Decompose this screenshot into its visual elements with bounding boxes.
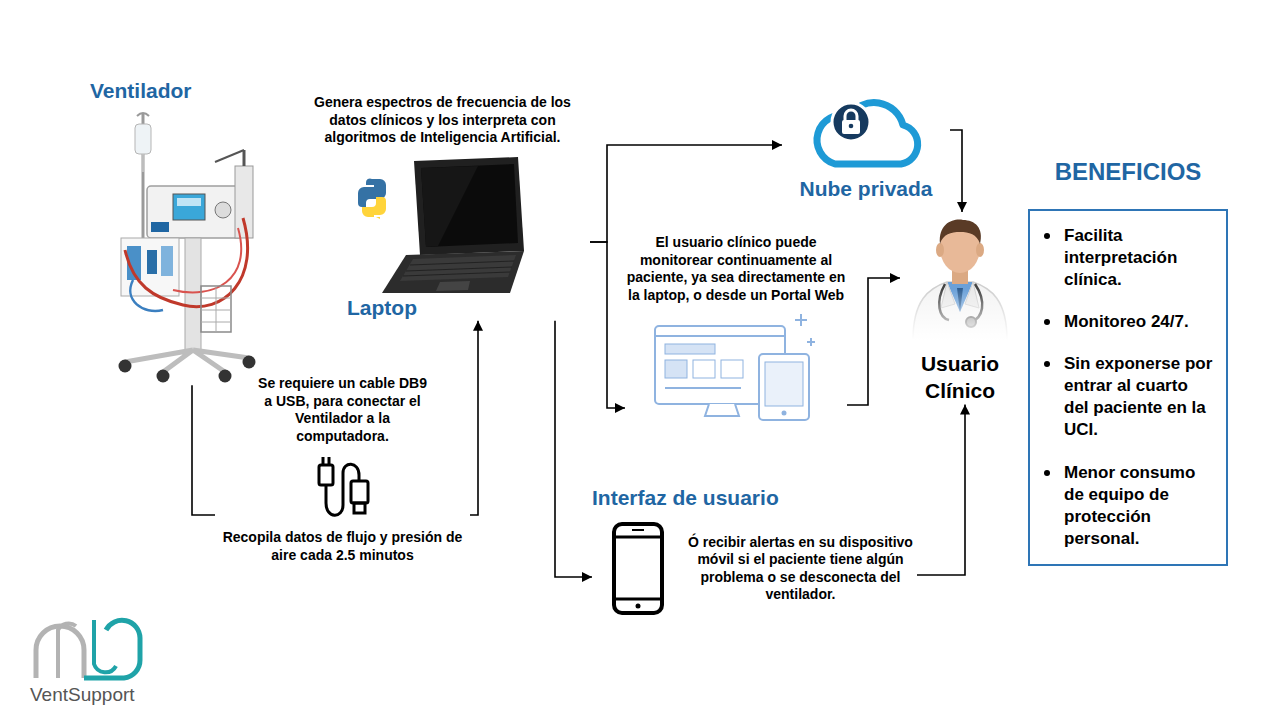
icon-slot (610, 521, 666, 616)
component-node: Usuario Clínico (900, 212, 1020, 405)
component-node: Genera espectros de frecuencia de los da… (295, 94, 590, 321)
icon-slot (358, 155, 528, 295)
benefit-item: Sin exponerse por entrar al cuarto del p… (1064, 353, 1216, 441)
benefit-item: Menor consumo de equipo de protección pe… (1064, 462, 1216, 550)
ventilator-illustration (103, 110, 263, 385)
bullet-dot (1044, 319, 1050, 325)
section-heading: BENEFICIOS (1028, 158, 1228, 187)
description-text: Se requiere un cable DB9 a USB, para con… (257, 375, 429, 445)
icon-slot (103, 110, 263, 385)
connector-arrow (917, 405, 965, 575)
description-text: Genera espectros de frecuencia de los da… (295, 94, 590, 147)
connector-arrow (950, 130, 962, 212)
benefit-row: Sin exponerse por entrar al cuarto del p… (1040, 353, 1216, 441)
logo-wordmark: VentSupport (30, 684, 135, 706)
doctor-illustration (905, 212, 1015, 340)
cloud-icon (809, 92, 924, 172)
description-text: El usuario clínico puede monitorear cont… (625, 234, 847, 304)
connector-arrow (590, 145, 782, 242)
bullet-dot (1044, 361, 1050, 367)
bullet-dot (1044, 470, 1050, 476)
component-heading: Laptop (347, 295, 590, 321)
component-heading: Interfaz de usuario (592, 485, 917, 511)
logo-mark (28, 616, 148, 682)
connector-arrow (590, 242, 625, 408)
benefit-row: Facilita interpretación clínica. (1040, 225, 1216, 291)
cable-icon (313, 453, 373, 521)
icon-slot (809, 92, 924, 172)
component-heading: Nube privada (782, 176, 950, 202)
connector-arrow (847, 278, 900, 405)
benefits-panel: Facilita interpretación clínica. Monitore… (1028, 209, 1228, 566)
icon-slot (651, 312, 821, 424)
icon-slot (905, 212, 1015, 340)
component-heading: Usuario Clínico (900, 350, 1020, 405)
connector-arrow (192, 385, 215, 515)
benefit-row: Menor consumo de equipo de protección pe… (1040, 462, 1216, 550)
benefit-item: Monitoreo 24/7. (1064, 311, 1216, 333)
benefit-item: Facilita interpretación clínica. (1064, 225, 1216, 291)
web-portal-icon (651, 312, 821, 424)
node-row: Ó recibir alertas en su dispositivo móvi… (592, 521, 917, 616)
benefit-row: Monitoreo 24/7. (1040, 311, 1216, 333)
component-node: Interfaz de usuario Ó recibir alertas en … (592, 485, 917, 616)
component-node: El usuario clínico puede monitorear cont… (625, 234, 847, 424)
laptop-illustration (358, 155, 528, 295)
component-node: Ventilador (88, 78, 278, 385)
component-node: Nube privada (782, 92, 950, 202)
icon-slot (313, 453, 373, 521)
description-text: Recopila datos de flujo y presión de air… (215, 529, 470, 564)
phone-icon (610, 521, 666, 616)
bullet-dot (1044, 233, 1050, 239)
component-node: BENEFICIOS Facilita interpretación clínic… (1028, 158, 1228, 566)
connector-arrow (555, 321, 592, 577)
connector-arrow (470, 321, 478, 515)
description-text: Ó recibir alertas en su dispositivo móvi… (688, 534, 913, 604)
component-node: Se requiere un cable DB9 a USB, para con… (215, 375, 470, 564)
component-heading: Ventilador (90, 78, 278, 104)
